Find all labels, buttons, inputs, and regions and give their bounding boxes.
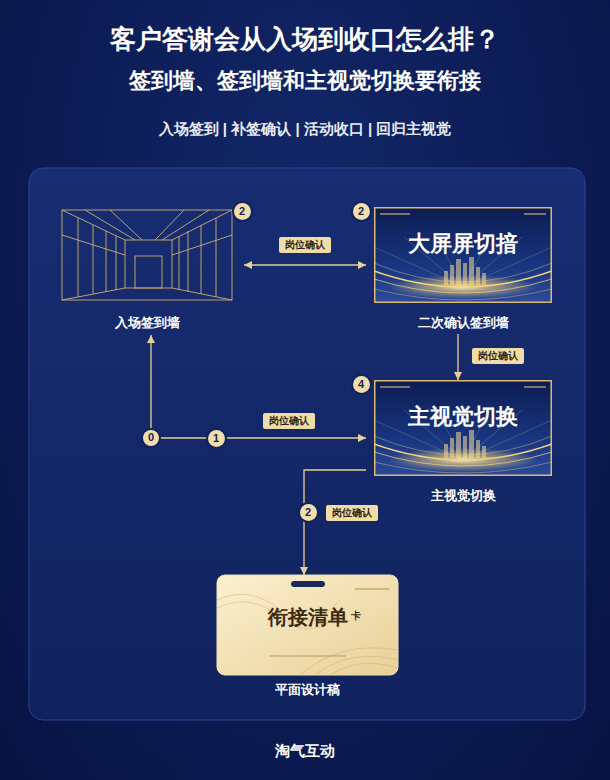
card-node: 衔接清单平面设计稿 <box>209 575 406 703</box>
node-caption: 主视觉切换 <box>366 488 560 504</box>
node-heading: 主视觉切换 <box>366 404 560 430</box>
node-caption: 平面设计稿 <box>209 682 406 698</box>
connector <box>150 335 151 430</box>
node-heading: 衔接清单 <box>209 605 406 629</box>
start-circle: 0 <box>143 430 159 446</box>
callout-number: 2 <box>234 203 251 220</box>
card-mark: 卡 <box>351 610 361 622</box>
tagline: 入场签到 | 补签确认 | 活动收口 | 回归主视觉 <box>159 120 452 138</box>
callout-number: 4 <box>353 376 370 393</box>
connector <box>304 470 366 575</box>
callout-number: 1 <box>208 430 225 447</box>
callout-number: 2 <box>353 203 370 220</box>
title: 客户答谢会从入场到收口怎么排？ <box>0 24 610 55</box>
corridor-illustration <box>62 210 232 300</box>
callout-number: 2 <box>300 504 317 521</box>
footer: 淘气互动 <box>275 742 335 760</box>
node-caption: 二次确认签到墙 <box>366 315 560 331</box>
connector <box>457 334 458 380</box>
edge-label: 岗位确认 <box>279 237 331 253</box>
connector <box>159 437 366 438</box>
entry-wall-node: 入场签到墙 <box>51 205 244 335</box>
node-caption: 入场签到墙 <box>51 315 244 331</box>
node-caption: 0 <box>143 431 159 444</box>
edge-label: 岗位确认 <box>326 505 378 521</box>
subtitle: 签到墙、签到墙和主视觉切换要衔接 <box>129 68 481 94</box>
edge-label: 岗位确认 <box>263 413 315 429</box>
connector <box>244 264 366 265</box>
screen-node: 大屏屏切揞二次确认签到墙 <box>366 207 560 334</box>
node-heading: 大屏屏切揞 <box>366 231 560 257</box>
screen-node: 主视觉切换主视觉切换 <box>366 380 560 507</box>
edge-label: 岗位确认 <box>472 348 524 364</box>
